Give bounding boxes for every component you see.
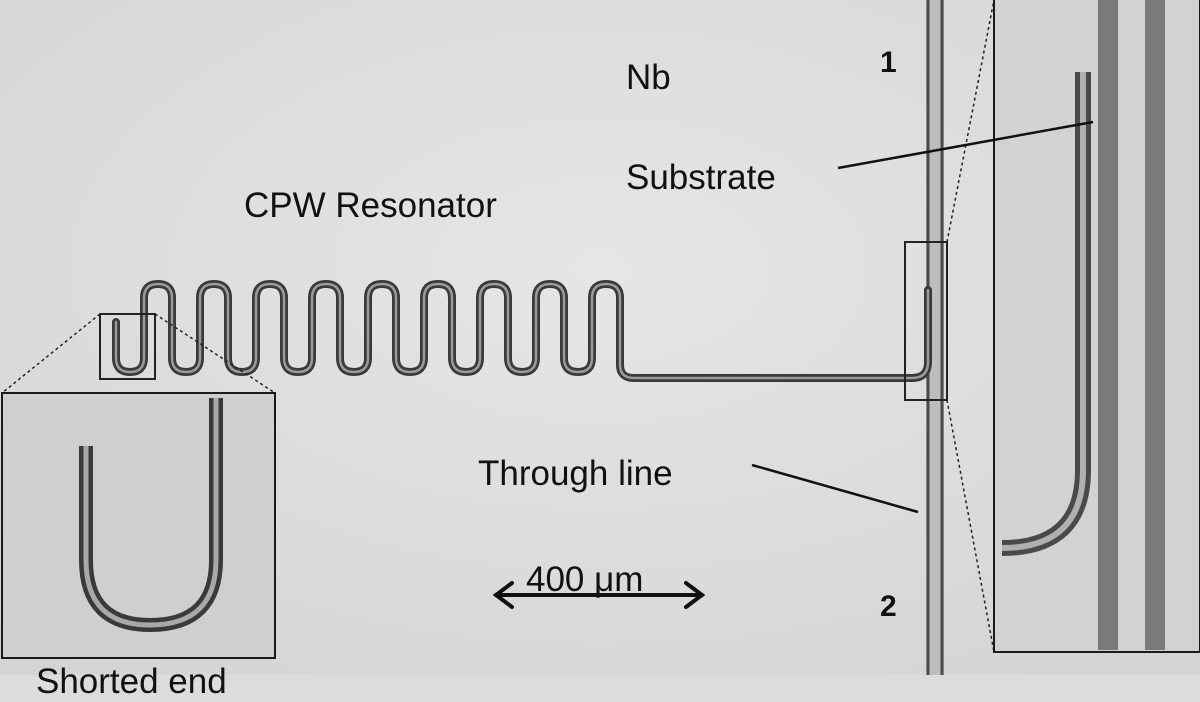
cpw-resonator (112, 280, 932, 382)
substrate-leader-line (837, 120, 1094, 170)
through-line-leader-line (751, 463, 919, 514)
port-1-label: 1 (880, 46, 897, 79)
zoom-connectors (1, 0, 995, 653)
nb-label: Nb (626, 58, 671, 97)
port-2-label: 2 (880, 590, 897, 623)
coupling-inset (993, 0, 1200, 653)
cpw-resonator-label: CPW Resonator (244, 186, 497, 225)
inset-feedline-conductor-right (1145, 0, 1165, 650)
scale-bar-arrow (492, 581, 706, 609)
scale-bar-label: 400 μm (526, 560, 644, 599)
inset-feedline-conductor-left (1098, 0, 1118, 650)
shorted-end-selection-box (99, 313, 156, 380)
shorted-end-inset (1, 392, 276, 659)
through-line-label: Through line (478, 454, 673, 493)
coupling-selection-box (904, 241, 948, 401)
shorted-end-caption: Shorted end (36, 662, 227, 701)
substrate-label: Substrate (626, 158, 776, 197)
micrograph-figure (0, 0, 1200, 675)
